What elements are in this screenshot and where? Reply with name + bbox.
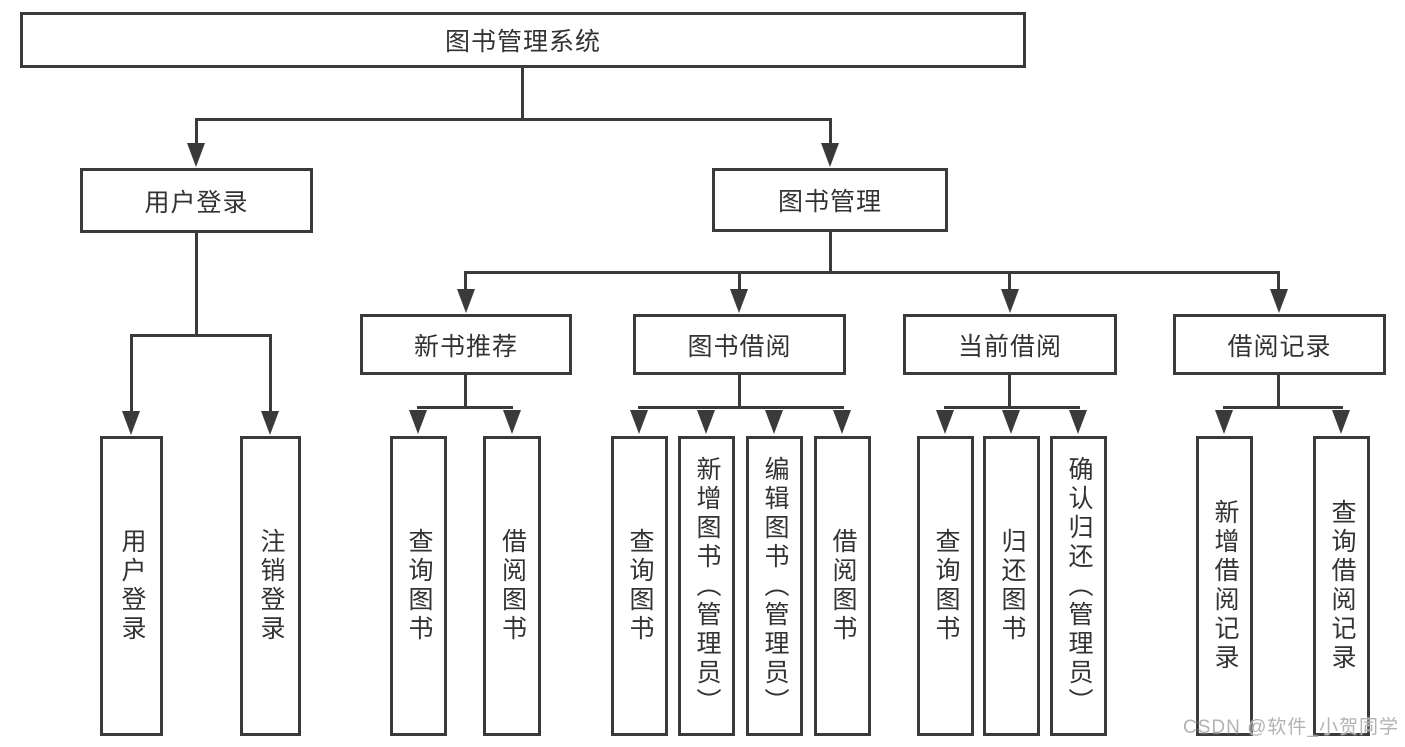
- node-bb-borrow: 借阅图书: [814, 436, 871, 736]
- connector-drop-book-mgmt: [829, 118, 832, 145]
- arrowhead-bb-add: [697, 410, 715, 434]
- node-ul-logout: 注销登录: [240, 436, 301, 736]
- arrowhead-nb-borrow: [503, 410, 521, 434]
- node-nb-borrow-label: 借阅图书: [498, 528, 527, 644]
- node-book-borrow-label: 图书借阅: [687, 332, 792, 361]
- node-nb-query: 查询图书: [390, 436, 447, 736]
- node-bb-edit: 编辑图书（管理员）: [746, 436, 803, 736]
- node-cb-confirm: 确认归还（管理员）: [1050, 436, 1107, 736]
- connector-newbooks-stem: [464, 374, 467, 408]
- connector-drop-book-borrow: [738, 271, 741, 290]
- arrowhead-cb-confirm: [1069, 410, 1087, 434]
- connector-drop-ul-login: [130, 334, 133, 413]
- arrowhead-book-borrow: [730, 289, 748, 313]
- node-br-add: 新增借阅记录: [1196, 436, 1253, 736]
- arrowhead-nb-query: [409, 410, 427, 434]
- node-bb-query: 查询图书: [611, 436, 668, 736]
- node-current-borrow: 当前借阅: [903, 314, 1117, 375]
- arrowhead-book-mgmt: [821, 143, 839, 167]
- node-root-label: 图书管理系统: [444, 28, 601, 56]
- connector-currentborrow-stem: [1008, 374, 1011, 408]
- node-br-query: 查询借阅记录: [1313, 436, 1370, 736]
- node-cb-query: 查询图书: [917, 436, 974, 736]
- node-bb-edit-label: 编辑图书（管理员）: [761, 455, 789, 717]
- node-cb-return: 归还图书: [983, 436, 1040, 736]
- node-br-query-label: 查询借阅记录: [1328, 499, 1356, 673]
- connector-drop-new-books: [464, 271, 467, 290]
- connector-userlogin-hline: [130, 334, 272, 337]
- node-nb-query-label: 查询图书: [405, 528, 433, 644]
- node-cb-query-label: 查询图书: [932, 528, 960, 644]
- node-new-books: 新书推荐: [360, 314, 572, 375]
- arrowhead-br-query: [1332, 410, 1350, 434]
- node-book-mgmt: 图书管理: [712, 168, 948, 232]
- arrowhead-user-login: [187, 143, 205, 167]
- node-ul-login-label: 用户登录: [118, 528, 146, 644]
- arrowhead-borrow-records: [1270, 289, 1288, 313]
- connector-bookborrow-hline: [638, 406, 844, 409]
- connector-root-stem: [521, 68, 524, 120]
- node-book-mgmt-label: 图书管理: [777, 188, 882, 216]
- node-root: 图书管理系统: [20, 12, 1026, 68]
- node-borrow-records-label: 借阅记录: [1227, 332, 1332, 361]
- node-current-borrow-label: 当前借阅: [957, 332, 1062, 361]
- node-user-login-label: 用户登录: [144, 188, 249, 217]
- arrowhead-ul-logout: [261, 411, 279, 435]
- connector-drop-borrow-records: [1277, 271, 1280, 290]
- node-ul-login: 用户登录: [100, 436, 163, 736]
- connector-userlogin-stem: [195, 232, 198, 336]
- connector-root-hline: [195, 118, 832, 121]
- node-user-login: 用户登录: [80, 168, 313, 233]
- connector-borrowrecords-stem: [1277, 374, 1280, 408]
- connector-bookborrow-stem: [738, 374, 741, 408]
- arrowhead-current-borrow: [1001, 289, 1019, 313]
- arrowhead-bb-edit: [765, 410, 783, 434]
- connector-currentborrow-hline: [944, 406, 1080, 409]
- connector-drop-user-login: [195, 118, 198, 145]
- node-bb-query-label: 查询图书: [626, 528, 654, 644]
- node-bb-borrow-label: 借阅图书: [829, 528, 857, 644]
- node-new-books-label: 新书推荐: [413, 332, 518, 361]
- connector-drop-ul-logout: [269, 334, 272, 413]
- node-cb-confirm-label: 确认归还（管理员）: [1065, 455, 1093, 717]
- arrowhead-ul-login: [122, 411, 140, 435]
- csdn-watermark: CSDN @软件_小贺同学: [1183, 717, 1399, 738]
- connector-bookmgmt-stem: [829, 232, 832, 273]
- node-bb-add-label: 新增图书（管理员）: [693, 455, 721, 717]
- connector-newbooks-hline: [417, 406, 513, 409]
- node-borrow-records: 借阅记录: [1173, 314, 1386, 375]
- node-cb-return-label: 归还图书: [998, 528, 1026, 644]
- arrowhead-new-books: [457, 289, 475, 313]
- connector-bookmgmt-hline: [464, 271, 1280, 274]
- arrowhead-cb-query: [936, 410, 954, 434]
- arrowhead-br-add: [1215, 410, 1233, 434]
- node-nb-borrow: 借阅图书: [483, 436, 541, 736]
- arrowhead-bb-borrow: [833, 410, 851, 434]
- node-bb-add: 新增图书（管理员）: [678, 436, 735, 736]
- node-book-borrow: 图书借阅: [633, 314, 846, 375]
- arrowhead-cb-return: [1002, 410, 1020, 434]
- node-br-add-label: 新增借阅记录: [1211, 499, 1239, 673]
- connector-drop-current-borrow: [1008, 271, 1011, 290]
- node-ul-logout-label: 注销登录: [257, 528, 285, 644]
- connector-borrowrecords-hline: [1223, 406, 1343, 409]
- arrowhead-bb-query: [630, 410, 648, 434]
